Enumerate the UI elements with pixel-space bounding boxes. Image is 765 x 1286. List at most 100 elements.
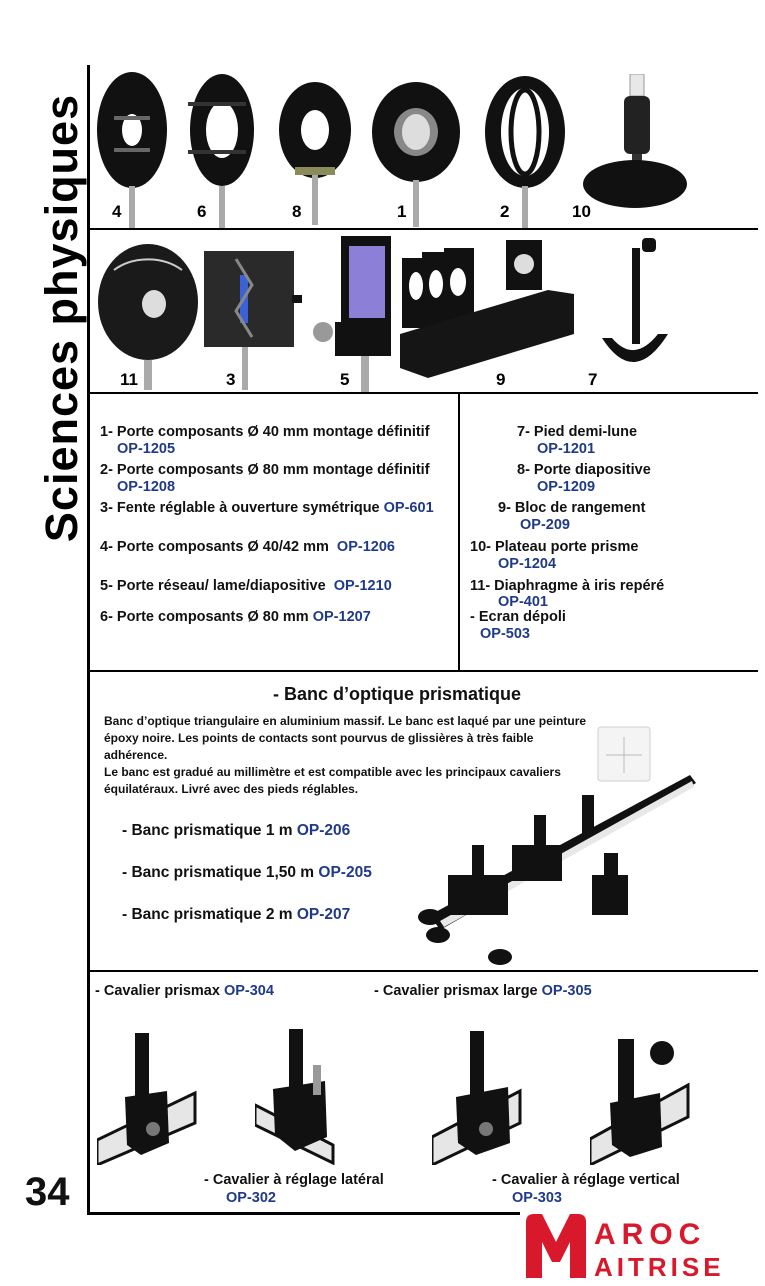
photo-porte-composants-2	[485, 76, 565, 228]
cavalier-text: - Cavalier prismax large	[374, 983, 538, 999]
variant-code: OP-205	[318, 864, 372, 881]
photo-cavalier-prismax	[97, 1033, 197, 1165]
page-number: 34	[25, 1170, 70, 1214]
photo-label: 2	[500, 202, 510, 221]
item-3: 3- Fente réglable à ouverture symétrique…	[100, 500, 434, 516]
item-code: OP-601	[383, 500, 434, 516]
banc-divider	[90, 970, 758, 972]
item-code: OP-1206	[336, 539, 395, 555]
cavalier-code: OP-305	[541, 983, 592, 999]
banc-description: Banc d’optique triangulaire en aluminium…	[104, 713, 594, 798]
item-text: 3- Fente réglable à ouverture symétrique	[100, 500, 380, 516]
section-title: Sciences physiques	[36, 65, 87, 570]
item-text: - Ecran dépoli	[470, 609, 566, 625]
item-8: 8- Porte diapositive	[517, 462, 651, 478]
item-text: 7- Pied demi-lune	[517, 424, 638, 440]
photo-diaphragme-iris-11	[98, 244, 198, 390]
photo-cavalier-prismax-reglage	[255, 1029, 335, 1165]
variant-text: - Banc prismatique 1,50 m	[122, 864, 315, 881]
photo-label: 11	[120, 370, 138, 389]
item-text: 8- Porte diapositive	[517, 462, 651, 478]
item-code: OP-1209	[537, 479, 596, 495]
item-6: 6- Porte composants Ø 80 mm OP-1207	[100, 609, 371, 625]
item-2: 2- Porte composants Ø 80 mm montage défi…	[100, 462, 430, 478]
photo-cavalier-prismax-large	[432, 1031, 522, 1165]
item-text: 5- Porte réseau/ lame/diapositive	[100, 578, 326, 594]
item-9: 9- Bloc de rangement	[498, 500, 645, 516]
item-code: OP-401	[498, 594, 548, 610]
photo-label: 8	[292, 202, 302, 221]
photo-label: 10	[572, 202, 591, 221]
photo-banc-prismatique	[418, 726, 696, 965]
logo-line2: AITRISE	[594, 1252, 725, 1282]
cavalier-code: OP-303	[512, 1190, 562, 1206]
logo-line1: AROC	[594, 1218, 706, 1251]
cavalier-prismax-large: - Cavalier prismax large OP-305	[374, 983, 592, 999]
item-code: OP-503	[480, 626, 530, 642]
item-text: 1- Porte composants Ø 40 mm montage défi…	[100, 424, 430, 440]
item-code: OP-1208	[117, 479, 176, 495]
cavalier-reglage-lateral: - Cavalier à réglage latéral	[204, 1172, 384, 1188]
banc-description-1: Banc d’optique triangulaire en aluminium…	[104, 714, 587, 762]
row-divider-2	[90, 392, 758, 394]
variant-code: OP-206	[296, 822, 351, 839]
photo-porte-reseau-5	[313, 236, 391, 392]
cavalier-text: - Cavalier prismax	[95, 983, 220, 999]
item-11: 11- Diaphragme à iris repéré	[470, 578, 664, 594]
item-text: 10- Plateau porte prisme	[470, 539, 639, 555]
photo-pied-demi-lune-7	[602, 238, 668, 363]
item-code: OP-209	[520, 517, 570, 533]
item-code: OP-1207	[312, 609, 371, 625]
row-divider-1	[90, 228, 758, 230]
section-title-text: Sciences physiques	[36, 93, 87, 542]
photo-label: 3	[226, 370, 236, 389]
photo-label: 1	[397, 202, 407, 221]
cavalier-code: OP-302	[226, 1190, 276, 1206]
cavalier-code: OP-304	[223, 983, 274, 999]
frame-left-rule	[87, 65, 90, 1215]
photo-bloc-rangement-9	[400, 240, 574, 378]
banc-description-2: Le banc est gradué au millimètre et est …	[104, 765, 561, 796]
variant-code: OP-207	[296, 906, 351, 923]
photo-plateau-porte-prisme-10	[583, 74, 687, 208]
item-text: 11- Diaphragme à iris repéré	[470, 578, 665, 594]
item-code: OP-1204	[498, 556, 557, 572]
photo-porte-composants-8	[279, 82, 351, 225]
item-7: 7- Pied demi-lune	[517, 424, 637, 440]
cavalier-text: - Cavalier à réglage vertical	[492, 1172, 680, 1188]
photo-porte-composants-6	[188, 74, 254, 228]
photo-label: 6	[197, 202, 207, 221]
item-text: 2- Porte composants Ø 80 mm montage défi…	[100, 462, 430, 478]
banc-title: - Banc d’optique prismatique	[273, 684, 522, 704]
item-code: OP-1210	[333, 578, 392, 594]
photo-porte-composants-4	[97, 72, 167, 228]
item-ecran: - Ecran dépoli	[470, 609, 566, 625]
item-text: 4- Porte composants Ø 40/42 mm	[100, 539, 329, 555]
item-5: 5- Porte réseau/ lame/diapositive OP-121…	[100, 578, 392, 594]
variant-text: - Banc prismatique 2 m	[122, 906, 293, 923]
item-code: OP-1205	[117, 441, 176, 457]
maroc-maitrise-logo: AROC AITRISE	[526, 1214, 725, 1282]
photo-porte-composants-1	[372, 82, 460, 227]
photo-cavalier-reglage-vertical	[590, 1039, 690, 1165]
photo-label: 7	[588, 370, 598, 389]
frame-bottom-rule	[87, 1212, 520, 1215]
cavalier-reglage-vertical: - Cavalier à réglage vertical	[492, 1172, 680, 1188]
photo-fente-reglable-3	[204, 251, 302, 390]
cavalier-text: - Cavalier à réglage latéral	[204, 1172, 384, 1188]
cavalier-prismax: - Cavalier prismax OP-304	[95, 983, 274, 999]
item-4: 4- Porte composants Ø 40/42 mm OP-1206	[100, 539, 395, 555]
photo-label: 9	[496, 370, 506, 389]
banc-variant-150m: - Banc prismatique 1,50 m OP-205	[122, 864, 372, 882]
item-text: 6- Porte composants Ø 80 mm	[100, 609, 309, 625]
photo-label: 5	[340, 370, 350, 389]
item-code: OP-1201	[537, 441, 596, 457]
item-text: 9- Bloc de rangement	[498, 500, 646, 516]
banc-variant-1m: - Banc prismatique 1 m OP-206	[122, 822, 350, 840]
list-divider	[90, 670, 758, 672]
item-10: 10- Plateau porte prisme	[470, 539, 638, 555]
banc-variant-2m: - Banc prismatique 2 m OP-207	[122, 906, 350, 924]
column-divider	[458, 394, 460, 670]
variant-text: - Banc prismatique 1 m	[122, 822, 293, 839]
item-1: 1- Porte composants Ø 40 mm montage défi…	[100, 424, 430, 440]
